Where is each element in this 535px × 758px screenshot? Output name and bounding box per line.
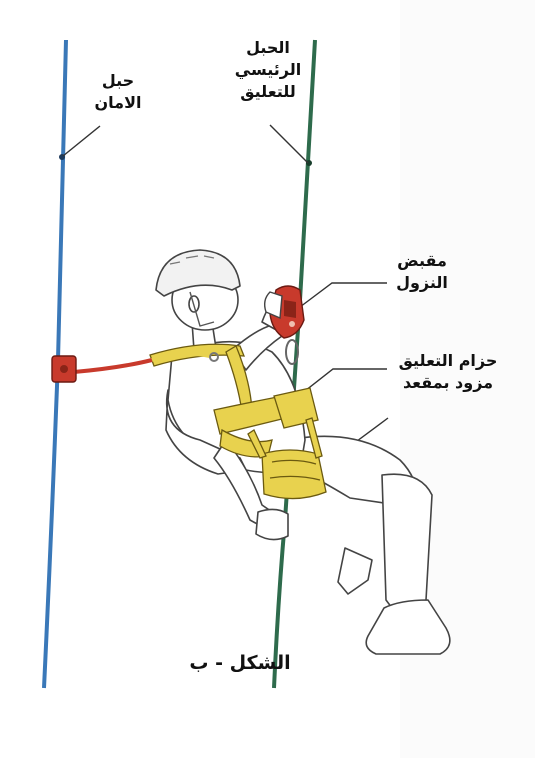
figure-caption: الشكل - ب bbox=[180, 652, 300, 674]
label-descender-line-2: النزول bbox=[386, 272, 458, 294]
label-main-rope-line-3: للتعليق bbox=[222, 81, 314, 103]
label-safety-rope-line-2: الامان bbox=[78, 92, 158, 114]
label-harness: حزام التعليق مزود بمقعد bbox=[388, 350, 508, 394]
label-harness-line-1: حزام التعليق bbox=[388, 350, 508, 372]
label-descender: مقبض النزول bbox=[386, 250, 458, 294]
fall-arrester bbox=[52, 356, 76, 382]
label-main-rope-line-1: الحبل bbox=[222, 37, 314, 59]
label-main-rope-line-2: الرئيسي bbox=[222, 59, 314, 81]
label-main-rope: الحبل الرئيسي للتعليق bbox=[222, 37, 314, 103]
label-safety-rope: حبل الامان bbox=[78, 70, 158, 114]
label-descender-line-1: مقبض bbox=[386, 250, 458, 272]
label-safety-rope-line-1: حبل bbox=[78, 70, 158, 92]
label-harness-line-2: مزود بمقعد bbox=[388, 372, 508, 394]
